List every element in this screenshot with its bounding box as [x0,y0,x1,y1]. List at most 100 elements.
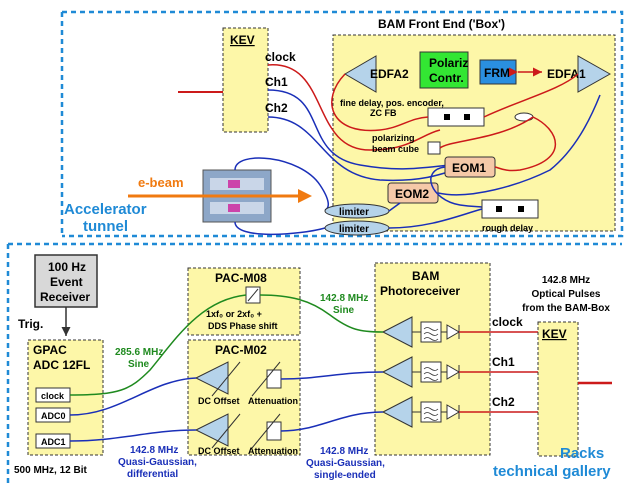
optical-label-3: from the BAM-Box [522,303,610,314]
adc0-line [69,377,197,416]
qg-diff-label-3: differential [127,469,178,480]
rough-delay-label: rough delay [482,223,533,233]
fiber-loop-red-4 [439,116,534,149]
pbc-label-2: beam cube [372,144,419,154]
fiber-ch1-blue [267,89,451,170]
gallery-label: technical gallery [493,463,611,480]
bam-front-end-title: BAM Front End ('Box') [378,17,505,31]
frm-box [479,59,517,85]
bam-front-end-box [332,34,616,232]
ebeam-label: e-beam [138,175,184,190]
pbc-label-1: polarizing [372,133,415,143]
qg-diff-label-1: 142.8 MHz [130,445,178,456]
pac-m02-atten-1 [266,369,282,389]
accelerator-label: Accelerator [64,201,147,218]
port-adc0-label: ADC0 [41,411,66,421]
limiter-2-label: limiter [339,224,369,235]
optical-label-1: 142.8 MHz [542,275,590,286]
fiber-ch2-blue [267,116,461,182]
ebeam-arrowhead [298,189,312,203]
photoreceiver-row-ch1 [381,356,460,388]
fine-delay-lens-1 [444,114,450,120]
dc-offset-1: DC Offset [198,396,240,406]
pickup-cable-1 [234,157,330,211]
kev-top-box [222,27,269,133]
attenuation-2: Attenuation [248,446,298,456]
event-receiver-label-2: Event [50,275,83,289]
pac-m08-dds: DDS Phase shift [208,321,278,331]
limiter-1-to-eom2 [388,202,401,212]
kev-clock-label: clock [265,50,296,64]
gpac-label-1: GPAC [33,343,67,357]
bam-pr-label-2: Photoreceiver [380,284,460,298]
pac-m02-adj-4 [251,413,281,449]
rough-delay-lens-1 [496,206,502,212]
pbc-cube [427,141,441,155]
port-adc1-label: ADC1 [41,437,66,447]
edfa1-label: EDFA1 [547,67,586,81]
freq-142-sine-label-2: Sine [333,305,355,316]
qg-diff-label-2: Quasi-Gaussian, [118,457,197,468]
qg-se-label-2: Quasi-Gaussian, [306,458,385,469]
out-clock-label: clock [492,315,523,329]
freq-285-label-1: 285.6 MHz [115,347,163,358]
adc1-line [69,429,197,442]
pac-m02-adj-1 [211,361,241,397]
fiber-loop-red-1 [331,73,429,132]
eom2-label: EOM2 [395,187,429,201]
fine-delay-coupler [514,112,534,122]
fine-delay-label-2: ZC FB [370,108,397,118]
qg-se-label-1: 142.8 MHz [320,446,368,457]
kev-bottom-box [537,321,579,457]
polariz-contr-box [419,51,469,89]
kev-bottom-label: KEV [542,327,567,341]
bam-pr-label-1: BAM [412,269,439,283]
eom1-label: EOM1 [452,161,486,175]
rough-delay-lens-2 [518,206,524,212]
pac-m02-label: PAC-M02 [215,343,267,357]
pac-m02-adj-2 [251,361,281,397]
fiber-loop-red-3 [494,116,556,172]
attenuation-1: Attenuation [248,396,298,406]
port-clock-label: clock [41,391,65,401]
sine-142-line [259,294,384,333]
kev-ch1-label: Ch1 [265,75,288,89]
adc-spec-label: 500 MHz, 12 Bit [14,465,87,476]
pac-m08-box [187,267,301,336]
edfa2-label: EDFA2 [370,67,409,81]
gpac-label-2: ADC 12FL [33,358,90,372]
fiber-clock-red [267,64,441,151]
trig-label: Trig. [18,317,43,331]
pac-m02-adj-3 [211,413,241,449]
pac-to-ch1-line [280,371,384,380]
dc-offset-2: DC Offset [198,446,240,456]
event-receiver-box [34,254,98,308]
optical-label-2: Optical Pulses [532,289,601,300]
fine-delay-lens-2 [464,114,470,120]
bam-photoreceiver-box [374,262,491,456]
tunnel-frame [62,10,624,238]
kev-ch2-label: Ch2 [265,101,288,115]
out-ch1-label: Ch1 [492,355,515,369]
pac-m08-mult: 1xf₀ or 2xf₀ + [206,309,262,319]
event-receiver-label-3: Receiver [40,290,90,304]
limiter-2-to-delay [388,208,483,229]
pickup-cable-2 [234,221,326,236]
pac-to-ch2-line [280,411,384,432]
pac-m08-phase-slash [247,288,259,302]
freq-285-label-2: Sine [128,359,150,370]
edfa2-amp [344,55,377,93]
fiber-loop-blue-1 [437,94,601,196]
qg-se-label-3: single-ended [314,470,376,481]
pickup-feedthrough-1 [228,180,240,188]
polariz-label-2: Contr. [429,71,464,85]
pac-m08-label: PAC-M08 [215,271,267,285]
fine-delay-stage [427,107,485,127]
kev-top-label: KEV [230,33,255,47]
photoreceiver-row-clock [381,316,460,348]
frm-label: FRM [484,66,510,80]
rough-delay-stage [481,199,539,219]
limiter-1-label: limiter [339,207,369,218]
sine-285-line [69,294,247,396]
